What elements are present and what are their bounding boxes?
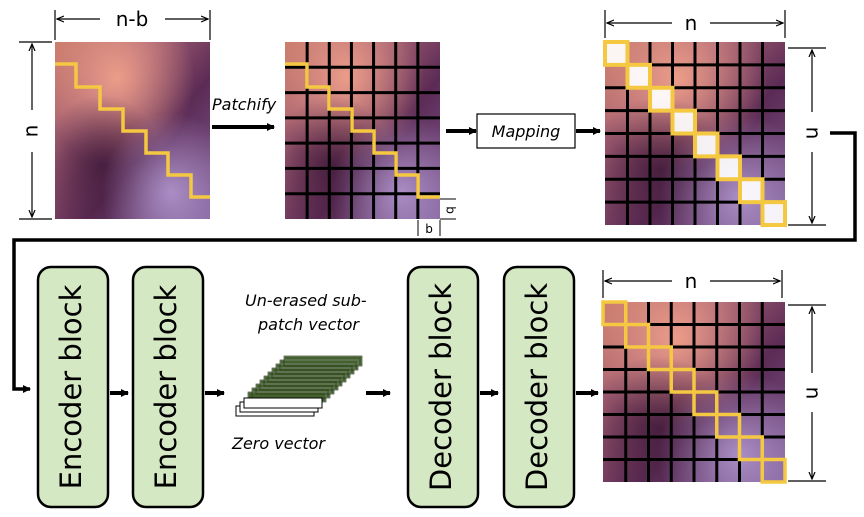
unerased-label-line1: Un-erased sub- xyxy=(245,291,367,310)
label-n-minus-b: n-b xyxy=(116,7,149,31)
subpatch-vector-edge xyxy=(279,359,359,371)
diagonal-patch xyxy=(601,300,628,327)
subpatch-vector-edge xyxy=(263,375,343,387)
diagonal-staircase-outline xyxy=(55,62,210,199)
diagonal-patches-highlight xyxy=(603,40,787,227)
patchified-image xyxy=(285,42,440,219)
label-n-top-output: n xyxy=(685,269,698,293)
encoder-block-2: Encoder block xyxy=(131,265,205,509)
diagonal-patch xyxy=(760,457,787,484)
mapping-label: Mapping xyxy=(492,122,561,141)
diagonal-patch xyxy=(715,154,742,182)
zero-vector-label: Zero vector xyxy=(231,434,326,453)
unerased-label-line2: patch vector xyxy=(257,315,360,334)
diagonal-patch xyxy=(760,200,787,227)
encoder-block-2-label: Encoder block xyxy=(149,284,183,489)
subpatch-vector-edge xyxy=(271,367,351,379)
subpatch-vector-edge xyxy=(255,383,335,395)
label-n-left: n xyxy=(19,125,43,138)
dimension-n-top-output: n xyxy=(602,269,783,298)
label-n-right-mapped: n xyxy=(802,127,826,140)
latent-vectors: Un-erased sub- patch vector Zero vector xyxy=(231,291,367,453)
diagonal-patch xyxy=(646,345,673,372)
original-image xyxy=(55,42,210,219)
label-n-right-output: n xyxy=(802,387,826,400)
diagonal-patch xyxy=(738,177,765,205)
diagonal-staircase-outline xyxy=(285,62,440,199)
dimension-n-left: n xyxy=(19,41,52,220)
patchify-label: Patchify xyxy=(212,95,277,114)
subpatch-vector-edge xyxy=(267,371,347,383)
decoder-block-2-label: Decoder block xyxy=(520,283,554,491)
diagonal-patch xyxy=(648,85,675,113)
diagonal-patch xyxy=(693,131,720,159)
encoder-block-1: Encoder block xyxy=(36,265,110,509)
diagonal-patch xyxy=(737,435,764,462)
dimension-n-right-output: n xyxy=(788,304,826,482)
patchify-step: Patchify xyxy=(212,95,277,131)
connector-line xyxy=(12,131,857,393)
unerased-subpatch-vectors xyxy=(247,355,363,403)
decoder-block-1: Decoder block xyxy=(406,265,480,509)
diagonal-patch xyxy=(670,108,697,136)
label-n-top-mapped: n xyxy=(685,11,698,35)
mapping-box: Mapping xyxy=(476,113,576,149)
zero-vectors xyxy=(235,397,323,417)
decoder-block-2: Decoder block xyxy=(502,265,576,509)
subpatch-vector-edge xyxy=(275,363,355,375)
diagonal-patch xyxy=(692,390,719,417)
diagonal-patch xyxy=(715,412,742,439)
dimension-n-top-mapped: n xyxy=(604,10,786,38)
mapped-image xyxy=(603,40,787,227)
dimension-n-minus-b: n-b xyxy=(54,7,211,40)
decoder-block-1-label: Decoder block xyxy=(424,283,458,491)
dimension-n-right-mapped: n xyxy=(788,47,826,226)
subpatch-vector-edge xyxy=(259,379,339,391)
subpatch-vector-edge xyxy=(283,355,363,367)
output-image xyxy=(601,300,787,484)
encoder-block-1-label: Encoder block xyxy=(54,284,88,489)
diagonal-patches-outline xyxy=(601,300,787,484)
label-b-bottom: b xyxy=(425,222,433,236)
diagonal-patch xyxy=(669,367,696,394)
b-markers: b b xyxy=(417,198,458,236)
diagonal-patch xyxy=(624,322,651,349)
label-b-side: b xyxy=(444,206,458,214)
diagonal-patch xyxy=(625,62,652,90)
diagonal-patch xyxy=(603,40,630,67)
